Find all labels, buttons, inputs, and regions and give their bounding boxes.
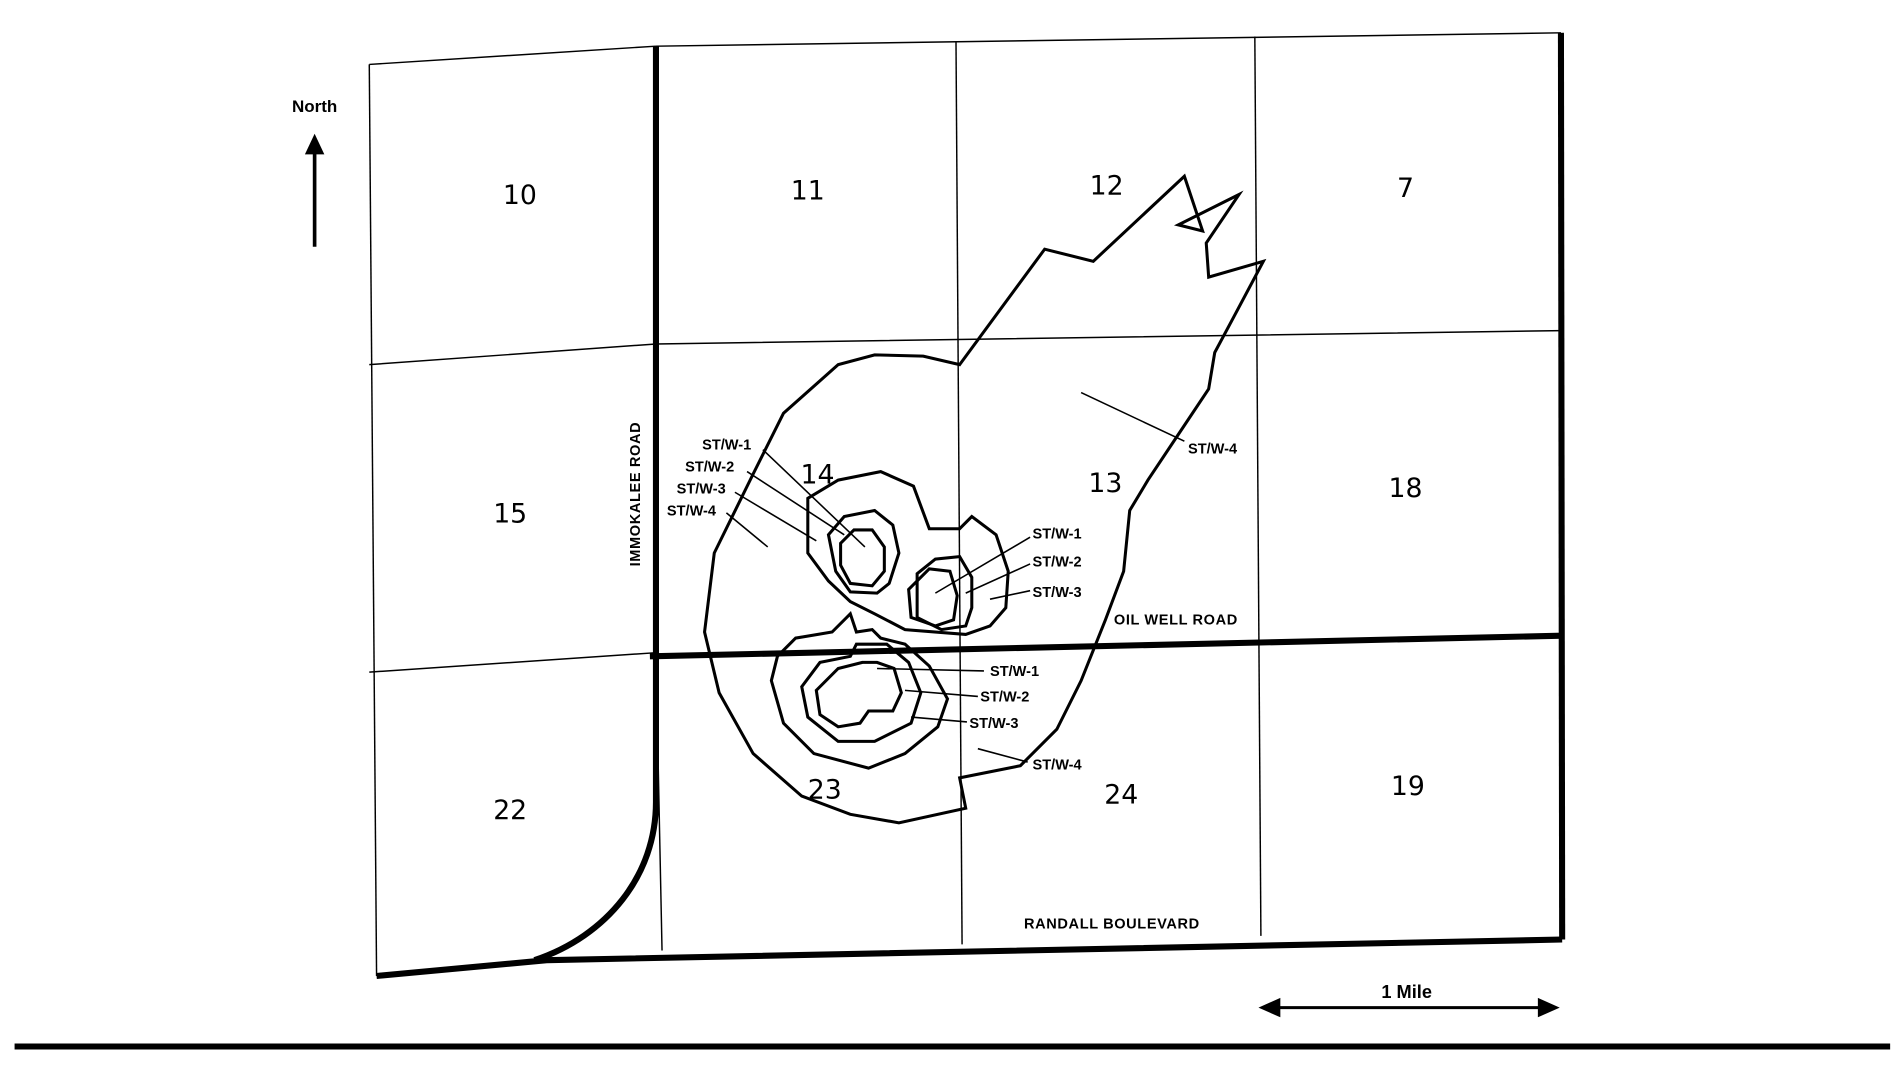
section-10: 10 [503, 180, 537, 211]
label-south-st-w-2: ST/W-2 [980, 689, 1029, 705]
section-19: 19 [1391, 771, 1425, 802]
contour-st-w-3-lower [769, 610, 950, 770]
contour-st-w-4 [703, 173, 1267, 825]
label-south-st-w-4: ST/W-4 [1033, 757, 1083, 773]
north-label: North [292, 97, 337, 116]
label-nw-st-w-1: ST/W-1 [702, 438, 751, 454]
right-boundary [1557, 32, 1566, 940]
leader-lines [725, 391, 1185, 763]
label-nw-st-w-3: ST/W-3 [677, 481, 726, 497]
label-nw-st-w-4: ST/W-4 [667, 503, 717, 519]
label-ne-st-w-4: ST/W-4 [1188, 441, 1238, 457]
section-23: 23 [808, 775, 842, 806]
section-numbers: 10 11 12 7 15 14 13 18 22 23 24 19 [493, 170, 1425, 826]
oil-well-road-line [649, 632, 1563, 660]
roads [376, 32, 1566, 980]
section-14: 14 [801, 460, 835, 491]
label-south-st-w-1: ST/W-1 [990, 664, 1039, 680]
contour-st-w-1-upper-right [907, 567, 959, 628]
label-center-st-w-1: ST/W-1 [1033, 526, 1082, 542]
contour-st-w-1-lower [814, 660, 903, 729]
contour-st-w-1-upper-left [839, 528, 886, 588]
label-center-st-w-3: ST/W-3 [1033, 585, 1082, 601]
randall-boulevard-line [376, 936, 1563, 980]
plume-labels: ST/W-1 ST/W-2 ST/W-3 ST/W-4 ST/W-4 ST/W-… [667, 438, 1238, 774]
section-13: 13 [1088, 468, 1122, 499]
section-11: 11 [791, 175, 825, 206]
randall-boulevard-label: RANDALL BOULEVARD [1024, 917, 1200, 933]
section-15: 15 [493, 499, 527, 530]
section-grid [368, 32, 1561, 976]
north-arrow: North [292, 97, 337, 247]
label-south-st-w-3: ST/W-3 [969, 716, 1018, 732]
section-18: 18 [1388, 473, 1422, 504]
contour-st-w-2-upper-right [915, 555, 974, 632]
section-7: 7 [1397, 173, 1414, 204]
scale-bar: 1 Mile [1258, 982, 1560, 1018]
immokalee-road-label: IMMOKALEE ROAD [628, 422, 644, 567]
label-nw-st-w-2: ST/W-2 [685, 460, 734, 476]
scale-label: 1 Mile [1381, 982, 1432, 1002]
section-12: 12 [1090, 170, 1124, 201]
contour-st-w-3-upper [806, 469, 1010, 636]
label-center-st-w-2: ST/W-2 [1033, 554, 1082, 570]
contour-st-w-2-upper-left [826, 508, 901, 595]
section-22: 22 [493, 795, 527, 826]
oil-well-road-label: OIL WELL ROAD [1114, 613, 1238, 629]
section-24: 24 [1104, 779, 1138, 810]
contour-st-w-2-lower [800, 642, 923, 743]
immokalee-road-line [533, 46, 659, 964]
plume-contours [703, 173, 1267, 825]
